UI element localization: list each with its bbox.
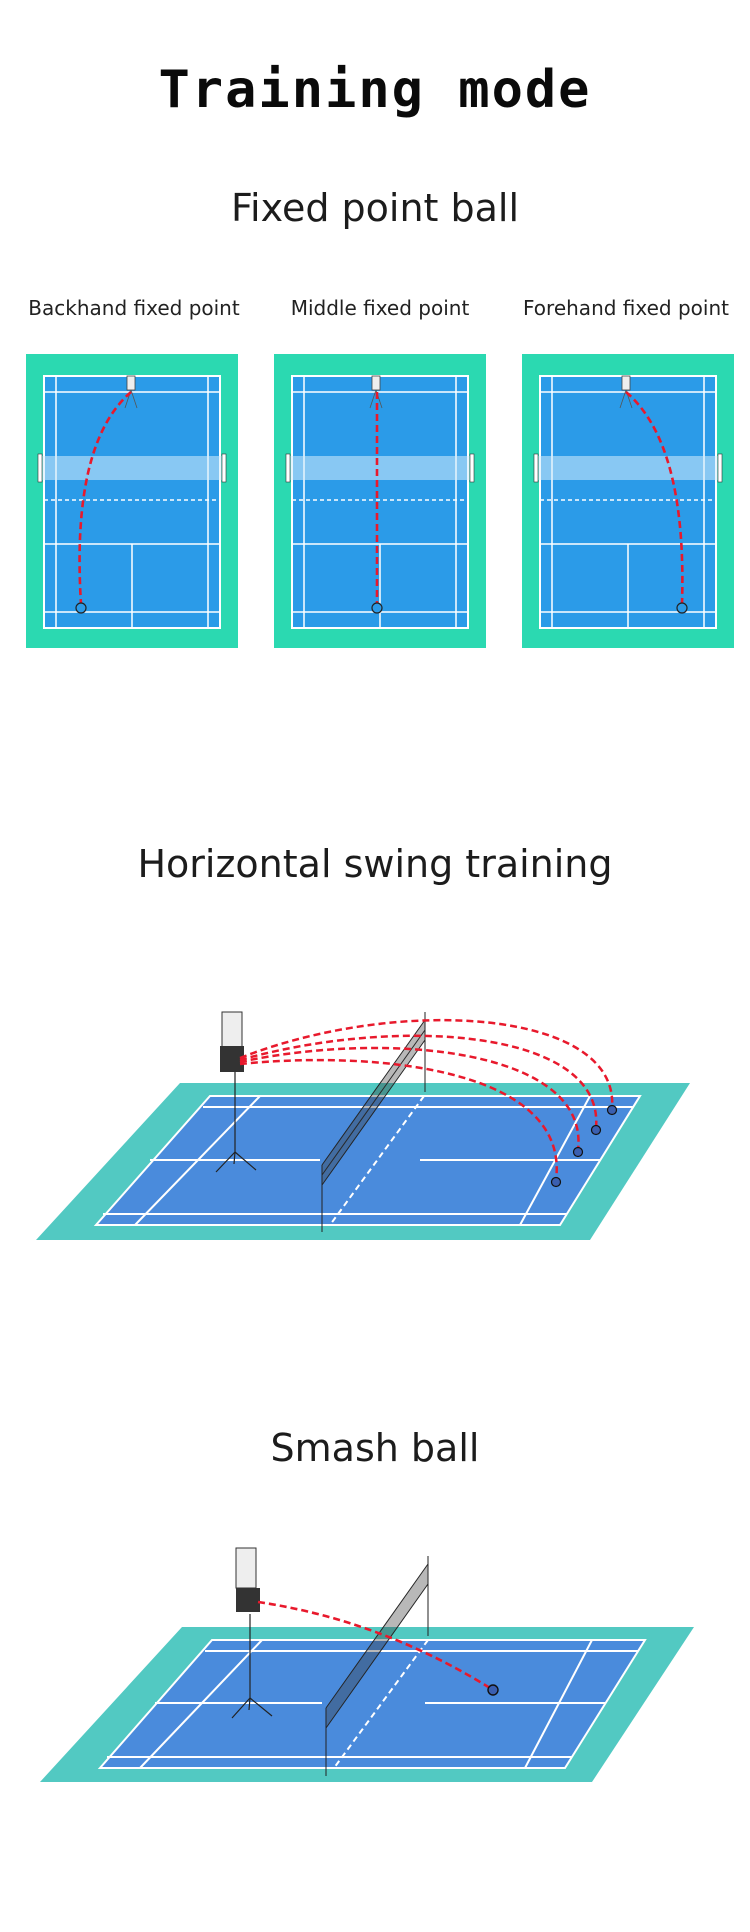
backhand-court-diagram [26,354,238,648]
page-title: Training mode [158,60,592,120]
backhand-label: Backhand fixed point [28,296,240,320]
forehand-court-diagram [522,354,734,648]
horizontal-swing-diagram [36,1011,690,1240]
forehand-label: Forehand fixed point [523,296,729,320]
smash-diagram [40,1547,694,1782]
horizontal-swing-title: Horizontal swing training [137,842,613,886]
middle-label: Middle fixed point [290,296,470,320]
smash-title: Smash ball [270,1426,480,1470]
middle-court-diagram [274,354,486,648]
fixed-point-title: Fixed point ball [230,186,520,230]
